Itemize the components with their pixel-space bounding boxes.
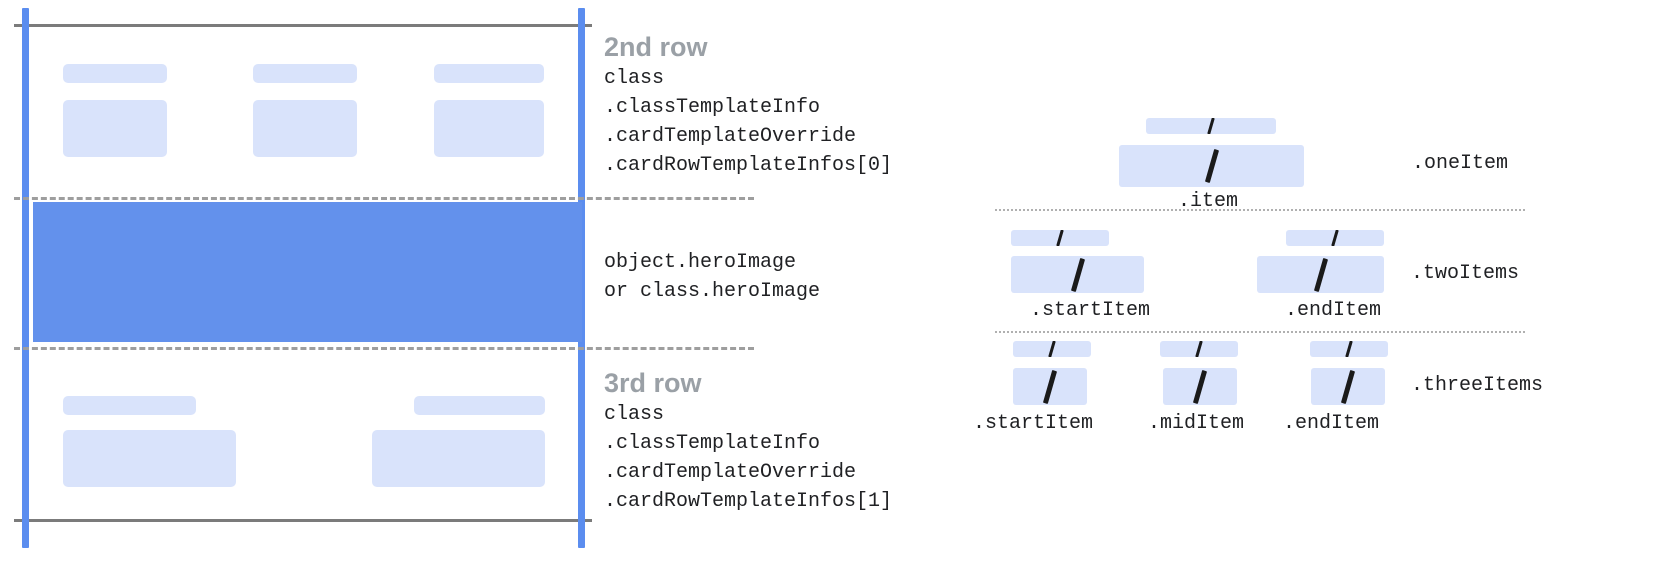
hero-code: object.heroImage or class.heroImage xyxy=(604,251,821,303)
three-items-group-label: .threeItems xyxy=(1411,374,1544,397)
two-three-items-separator xyxy=(995,331,1525,333)
card-layout-diagram: 2nd row class .classTemplateInfo .cardTe… xyxy=(14,8,892,548)
three-items-end-thick-bar xyxy=(1311,368,1385,405)
third-row-body-placeholder-1 xyxy=(63,430,236,487)
three-items-start-thick-bar xyxy=(1013,368,1087,405)
two-items-end-caption: .endItem xyxy=(1285,299,1382,322)
slash-icon xyxy=(1340,369,1356,404)
two-items-group-label: .twoItems xyxy=(1411,262,1520,285)
one-item-group-label: .oneItem xyxy=(1412,152,1509,175)
slash-icon xyxy=(1056,230,1064,246)
second-row-body-placeholder-1 xyxy=(63,100,167,157)
two-items-start-thin-bar xyxy=(1011,230,1109,246)
third-row-body-placeholder-2 xyxy=(372,430,545,487)
item-variants-diagram: .item .oneItem xyxy=(995,0,1676,584)
three-items-mid-thin-bar xyxy=(1160,341,1238,357)
one-item-thick-bar xyxy=(1119,145,1304,187)
slash-icon xyxy=(1207,118,1215,134)
slash-icon xyxy=(1345,341,1353,357)
second-row-code: class .classTemplateInfo .cardTemplateOv… xyxy=(604,67,893,177)
slash-icon xyxy=(1192,369,1208,404)
second-row-annotation: 2nd row class .classTemplateInfo .cardTe… xyxy=(604,30,892,180)
third-row-code: class .classTemplateInfo .cardTemplateOv… xyxy=(604,403,893,513)
three-items-mid-caption: .midItem xyxy=(1148,412,1245,435)
hero-annotation: object.heroImage or class.heroImage xyxy=(604,248,820,306)
three-items-start-thin-bar xyxy=(1013,341,1091,357)
slash-icon xyxy=(1313,257,1328,292)
one-two-items-separator xyxy=(995,209,1525,211)
three-items-end-thin-bar xyxy=(1310,341,1388,357)
second-row-title-placeholder-2 xyxy=(253,64,357,83)
third-row-title-placeholder-1 xyxy=(63,396,196,415)
second-row-title-placeholder-1 xyxy=(63,64,167,83)
one-item-thin-bar xyxy=(1146,118,1276,134)
second-row-body-placeholder-2 xyxy=(253,100,357,157)
second-row-title-placeholder-3 xyxy=(434,64,544,83)
card-bottom-edge xyxy=(14,519,592,522)
two-items-start-caption: .startItem xyxy=(1030,299,1151,322)
third-row-annotation: 3rd row class .classTemplateInfo .cardTe… xyxy=(604,366,892,516)
second-row-body-placeholder-3 xyxy=(434,100,544,157)
third-row-heading: 3rd row xyxy=(604,368,702,398)
third-row-title-placeholder-2 xyxy=(414,396,545,415)
three-items-start-caption: .startItem xyxy=(973,412,1094,435)
three-items-mid-thick-bar xyxy=(1163,368,1237,405)
second-row-heading: 2nd row xyxy=(604,32,708,62)
two-items-end-thin-bar xyxy=(1286,230,1384,246)
hero-bottom-separator xyxy=(14,347,754,350)
slash-icon xyxy=(1195,341,1203,357)
two-items-start-thick-bar xyxy=(1011,256,1144,293)
hero-top-separator xyxy=(14,197,754,200)
card-top-edge xyxy=(14,24,592,27)
one-item-caption: .item xyxy=(1178,190,1239,213)
hero-image-band xyxy=(33,202,582,342)
slash-icon xyxy=(1042,369,1058,404)
slash-icon xyxy=(1204,148,1219,184)
card-left-rail xyxy=(22,8,29,548)
slash-icon xyxy=(1070,257,1085,292)
slash-icon xyxy=(1048,341,1056,357)
three-items-end-caption: .endItem xyxy=(1283,412,1380,435)
slash-icon xyxy=(1331,230,1339,246)
two-items-end-thick-bar xyxy=(1257,256,1384,293)
